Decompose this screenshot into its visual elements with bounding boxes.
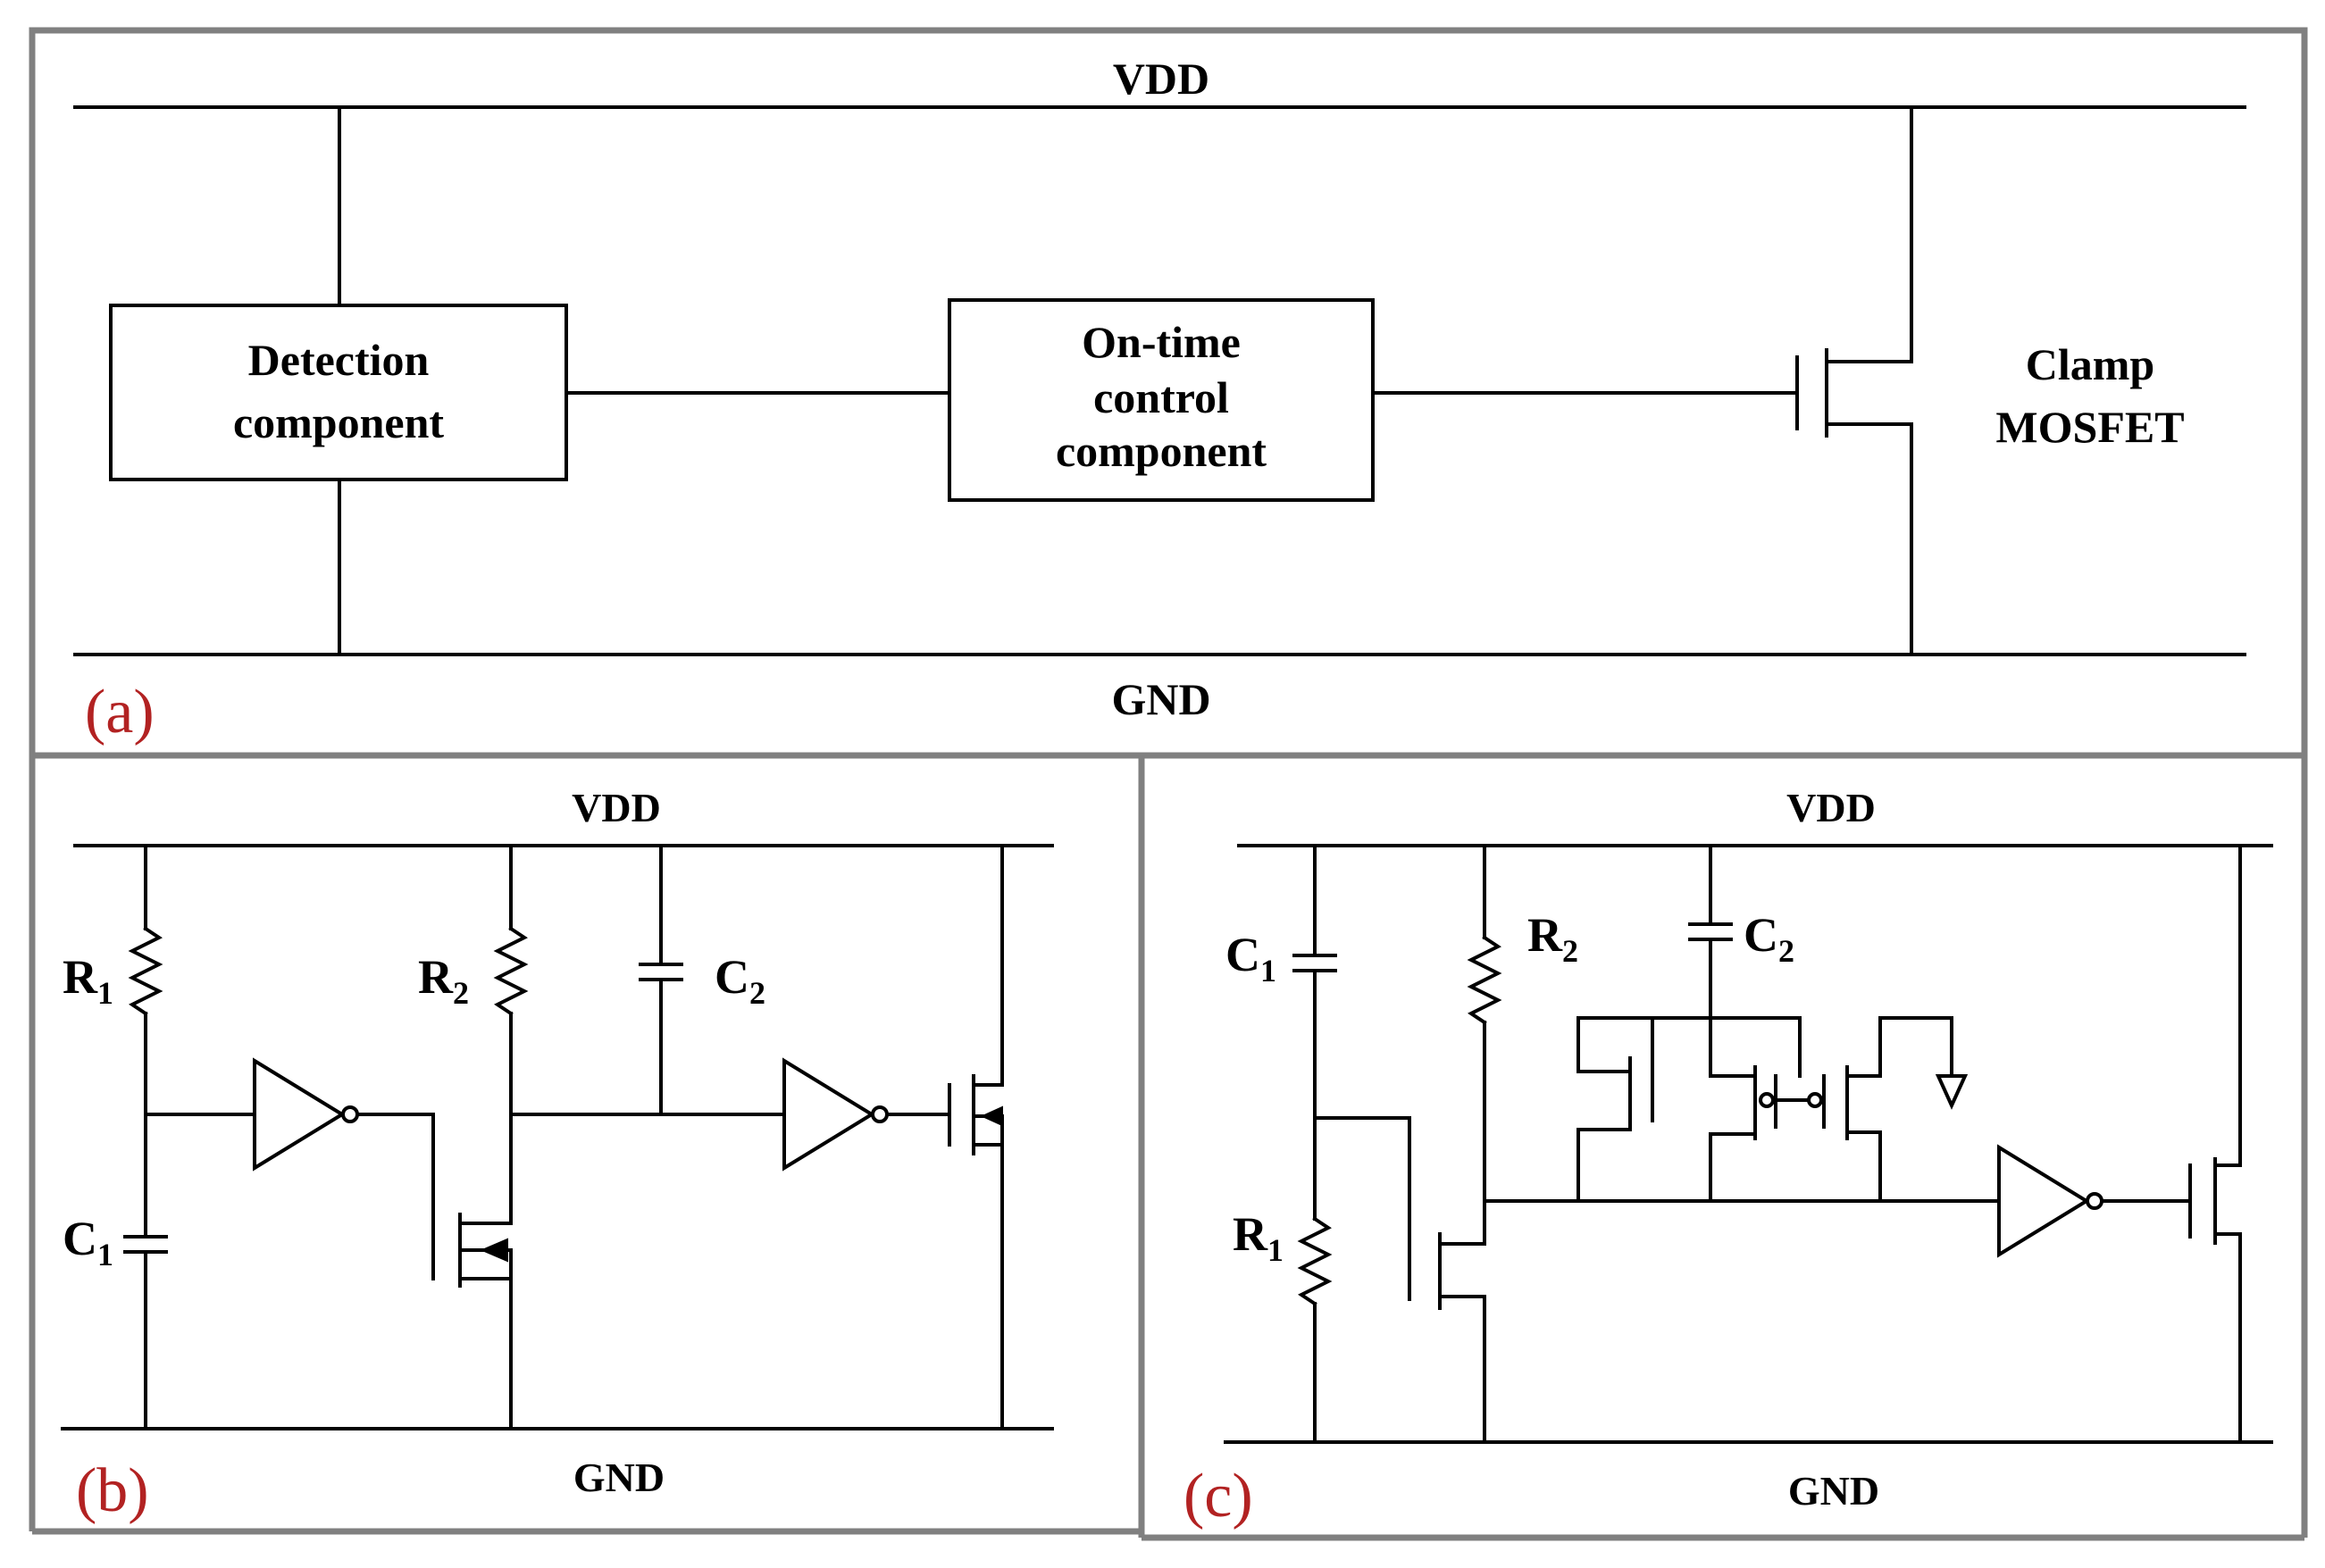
panel-b-clamp-mosfet xyxy=(948,844,1004,1430)
panel-b-r2-label: R2 xyxy=(418,950,469,1011)
panel-b-vdd-label: VDD xyxy=(572,785,661,830)
detection-component-box xyxy=(109,304,568,481)
panel-c: VDD GND (c) C1 R1 xyxy=(1183,785,2273,1530)
ontime-label-line3: component xyxy=(1056,426,1267,476)
panel-c-vdd-label: VDD xyxy=(1786,785,1876,830)
panel-a-vdd-label: VDD xyxy=(1113,54,1209,104)
panel-c-gnd-label: GND xyxy=(1788,1468,1879,1514)
panel-c-c1-r1-branch xyxy=(1292,844,1411,1444)
panel-a: VDD GND (a) Detection component On-time … xyxy=(73,54,2246,746)
panel-b-r2 xyxy=(493,844,529,1116)
ontime-control-box xyxy=(948,298,1375,502)
panel-c-r1-label: R1 xyxy=(1233,1207,1284,1268)
panel-c-inverter xyxy=(1997,1144,2190,1258)
panel-b-c1-label: C1 xyxy=(63,1212,113,1272)
panel-c-c2-label: C2 xyxy=(1744,908,1794,969)
panel-b-tag: (b) xyxy=(76,1456,149,1525)
panel-c-r2-label: R2 xyxy=(1527,908,1578,969)
panel-a-tag: (a) xyxy=(85,678,155,746)
panel-c-mosfet-1 xyxy=(1408,1199,1486,1444)
ontime-label-line1: On-time xyxy=(1082,317,1241,367)
panel-c-r2 xyxy=(1467,844,1502,1203)
panel-b-inverter-2 xyxy=(782,1057,949,1172)
panel-b-c2-label: C2 xyxy=(715,950,765,1011)
detection-label-line2: component xyxy=(233,397,444,447)
panel-c-mos-capacitor-network xyxy=(1576,1016,1969,1203)
panel-c-tag: (c) xyxy=(1183,1462,1253,1530)
panel-b-gnd-label: GND xyxy=(573,1455,665,1500)
detection-label-line1: Detection xyxy=(248,335,430,385)
clamp-mosfet-symbol xyxy=(1795,105,1913,656)
ontime-label-line2: control xyxy=(1093,372,1229,422)
panel-c-c1-label: C1 xyxy=(1225,928,1276,988)
panel-c-c2 xyxy=(1688,844,1733,1020)
panel-c-clamp-mosfet xyxy=(2188,844,2242,1444)
panel-b-inverter-1 xyxy=(253,1057,435,1241)
clamp-label-line2: MOSFET xyxy=(1995,402,2184,452)
clamp-label-line1: Clamp xyxy=(2026,339,2154,389)
panel-b: VDD GND (b) R1 C1 xyxy=(61,785,1054,1525)
panel-b-r1-label: R1 xyxy=(63,950,113,1011)
panel-b-c2 xyxy=(639,844,683,1116)
panel-b-r1-c1-branch xyxy=(123,844,256,1430)
panel-a-frame xyxy=(29,27,2308,759)
panel-b-mosfet-1 xyxy=(431,1113,513,1430)
panel-a-gnd-label: GND xyxy=(1111,674,1210,724)
